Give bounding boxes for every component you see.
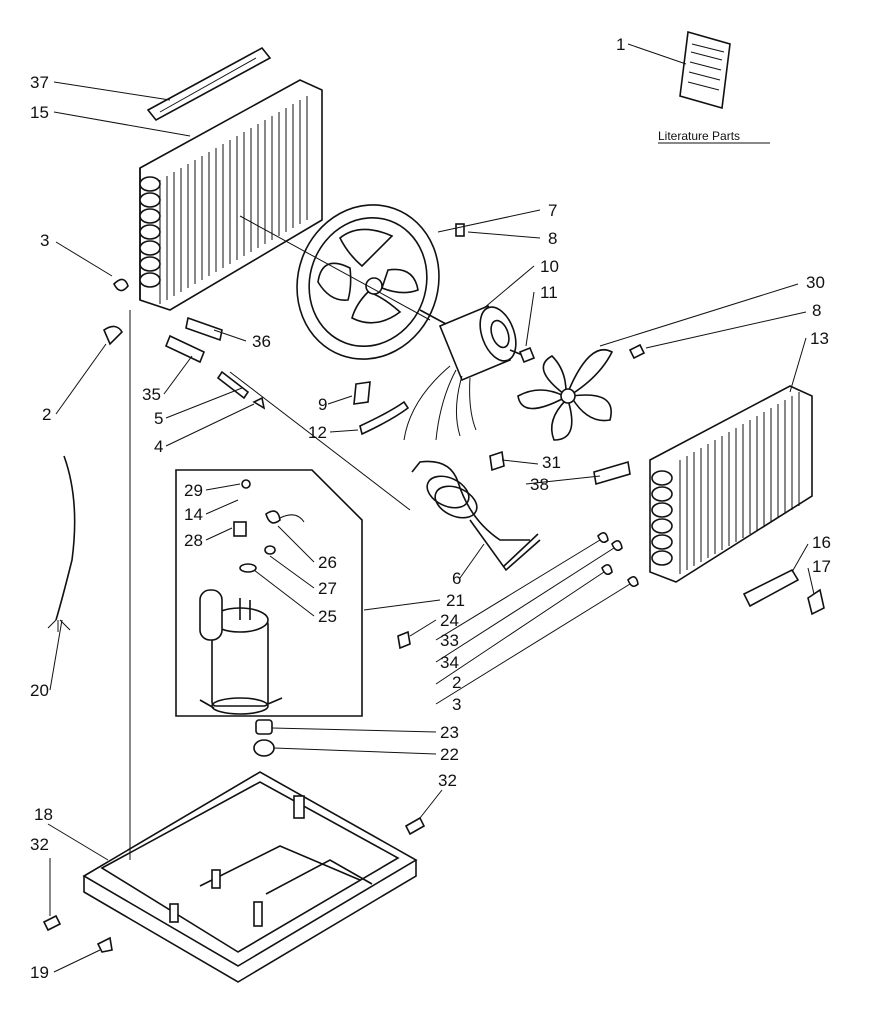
- callout-25: 25: [318, 607, 337, 626]
- callout-32a: 32: [30, 835, 49, 854]
- grommet-22: [253, 739, 275, 757]
- clip-2b: [601, 564, 613, 576]
- callout-24: 24: [440, 611, 459, 630]
- screw-32-left: [42, 914, 62, 932]
- set-screw-top: [455, 223, 465, 237]
- mount-bracket: [353, 381, 371, 405]
- callout-38: 38: [530, 475, 549, 494]
- screw-32-right: [404, 816, 426, 836]
- callout-17: 17: [812, 557, 831, 576]
- terminal-cover: [265, 510, 281, 524]
- callout-labels: 1 37 15 3 7 8 10 11 30 8 13 36 35 2 5 4 …: [30, 35, 831, 982]
- set-screw-right: [628, 343, 646, 360]
- base-pan: [82, 771, 418, 983]
- callout-10: 10: [540, 257, 559, 276]
- leader-lines: [47, 43, 815, 973]
- grommet-3b: [627, 576, 639, 588]
- fan-shroud: [296, 204, 440, 360]
- literature-booklet: [679, 30, 731, 110]
- callout-1: 1: [616, 35, 625, 54]
- callout-35: 35: [142, 385, 161, 404]
- grommet-34: [611, 540, 623, 552]
- callout-22: 22: [440, 745, 459, 764]
- callout-13: 13: [810, 329, 829, 348]
- callout-7: 7: [548, 201, 557, 220]
- callout-14: 14: [184, 505, 203, 524]
- evaporator-coil: [649, 385, 813, 583]
- callout-12: 12: [308, 423, 327, 442]
- pan-stud-a: [211, 869, 221, 889]
- wire-harness: [55, 455, 76, 621]
- grommet-33: [597, 532, 609, 544]
- callout-34: 34: [440, 653, 459, 672]
- callout-29: 29: [184, 481, 203, 500]
- strap: [359, 400, 410, 436]
- callout-23: 23: [440, 723, 459, 742]
- callout-8a: 8: [548, 229, 557, 248]
- blower-wheel: [517, 349, 614, 441]
- spacer-23: [255, 719, 273, 735]
- clip-19: [96, 936, 113, 953]
- tip: [252, 396, 266, 410]
- compressor: [199, 589, 283, 715]
- clip-31: [489, 450, 505, 472]
- callout-26: 26: [318, 553, 337, 572]
- callout-20: 20: [30, 681, 49, 700]
- callout-2b: 2: [452, 673, 461, 692]
- nut-24: [397, 630, 411, 650]
- thermistor: [216, 370, 250, 400]
- callout-30: 30: [806, 273, 825, 292]
- condenser-coil: [139, 79, 323, 311]
- callout-16: 16: [812, 533, 831, 552]
- compressor-group-box: [175, 469, 363, 717]
- nut-29: [241, 479, 251, 489]
- callout-6: 6: [452, 569, 461, 588]
- callout-27: 27: [318, 579, 337, 598]
- bracket-16: [742, 568, 800, 608]
- heater-element: [164, 334, 206, 364]
- pan-stud-b: [169, 903, 179, 923]
- callout-2a: 2: [42, 405, 51, 424]
- motor-nut: [518, 346, 536, 364]
- callout-28: 28: [184, 531, 203, 550]
- clip-left: [103, 325, 124, 346]
- top-strip: [146, 46, 272, 122]
- callout-9: 9: [318, 395, 327, 414]
- callout-8b: 8: [812, 301, 821, 320]
- callout-32b: 32: [438, 771, 457, 790]
- gasket-25: [239, 563, 257, 573]
- literature-parts-caption: Literature Parts: [658, 129, 740, 143]
- grommet-left: [113, 278, 129, 292]
- callout-36: 36: [252, 332, 271, 351]
- clip-17: [807, 588, 825, 616]
- heater-38: [593, 460, 631, 486]
- callout-21: 21: [446, 591, 465, 610]
- grommet-27: [264, 545, 276, 555]
- callout-18: 18: [34, 805, 53, 824]
- callout-19: 19: [30, 963, 49, 982]
- pan-bracket: [293, 795, 305, 819]
- callout-3b: 3: [452, 695, 461, 714]
- tubing: [411, 460, 541, 572]
- callout-33: 33: [440, 631, 459, 650]
- callout-37: 37: [30, 73, 49, 92]
- callout-11: 11: [540, 283, 558, 302]
- callout-4: 4: [154, 437, 163, 456]
- callout-31: 31: [542, 453, 561, 472]
- callout-3a: 3: [40, 231, 49, 250]
- callout-5: 5: [154, 409, 163, 428]
- overload-28: [233, 521, 247, 537]
- terminal-block: [185, 316, 223, 342]
- pan-stud-c: [253, 901, 263, 927]
- callout-15: 15: [30, 103, 49, 122]
